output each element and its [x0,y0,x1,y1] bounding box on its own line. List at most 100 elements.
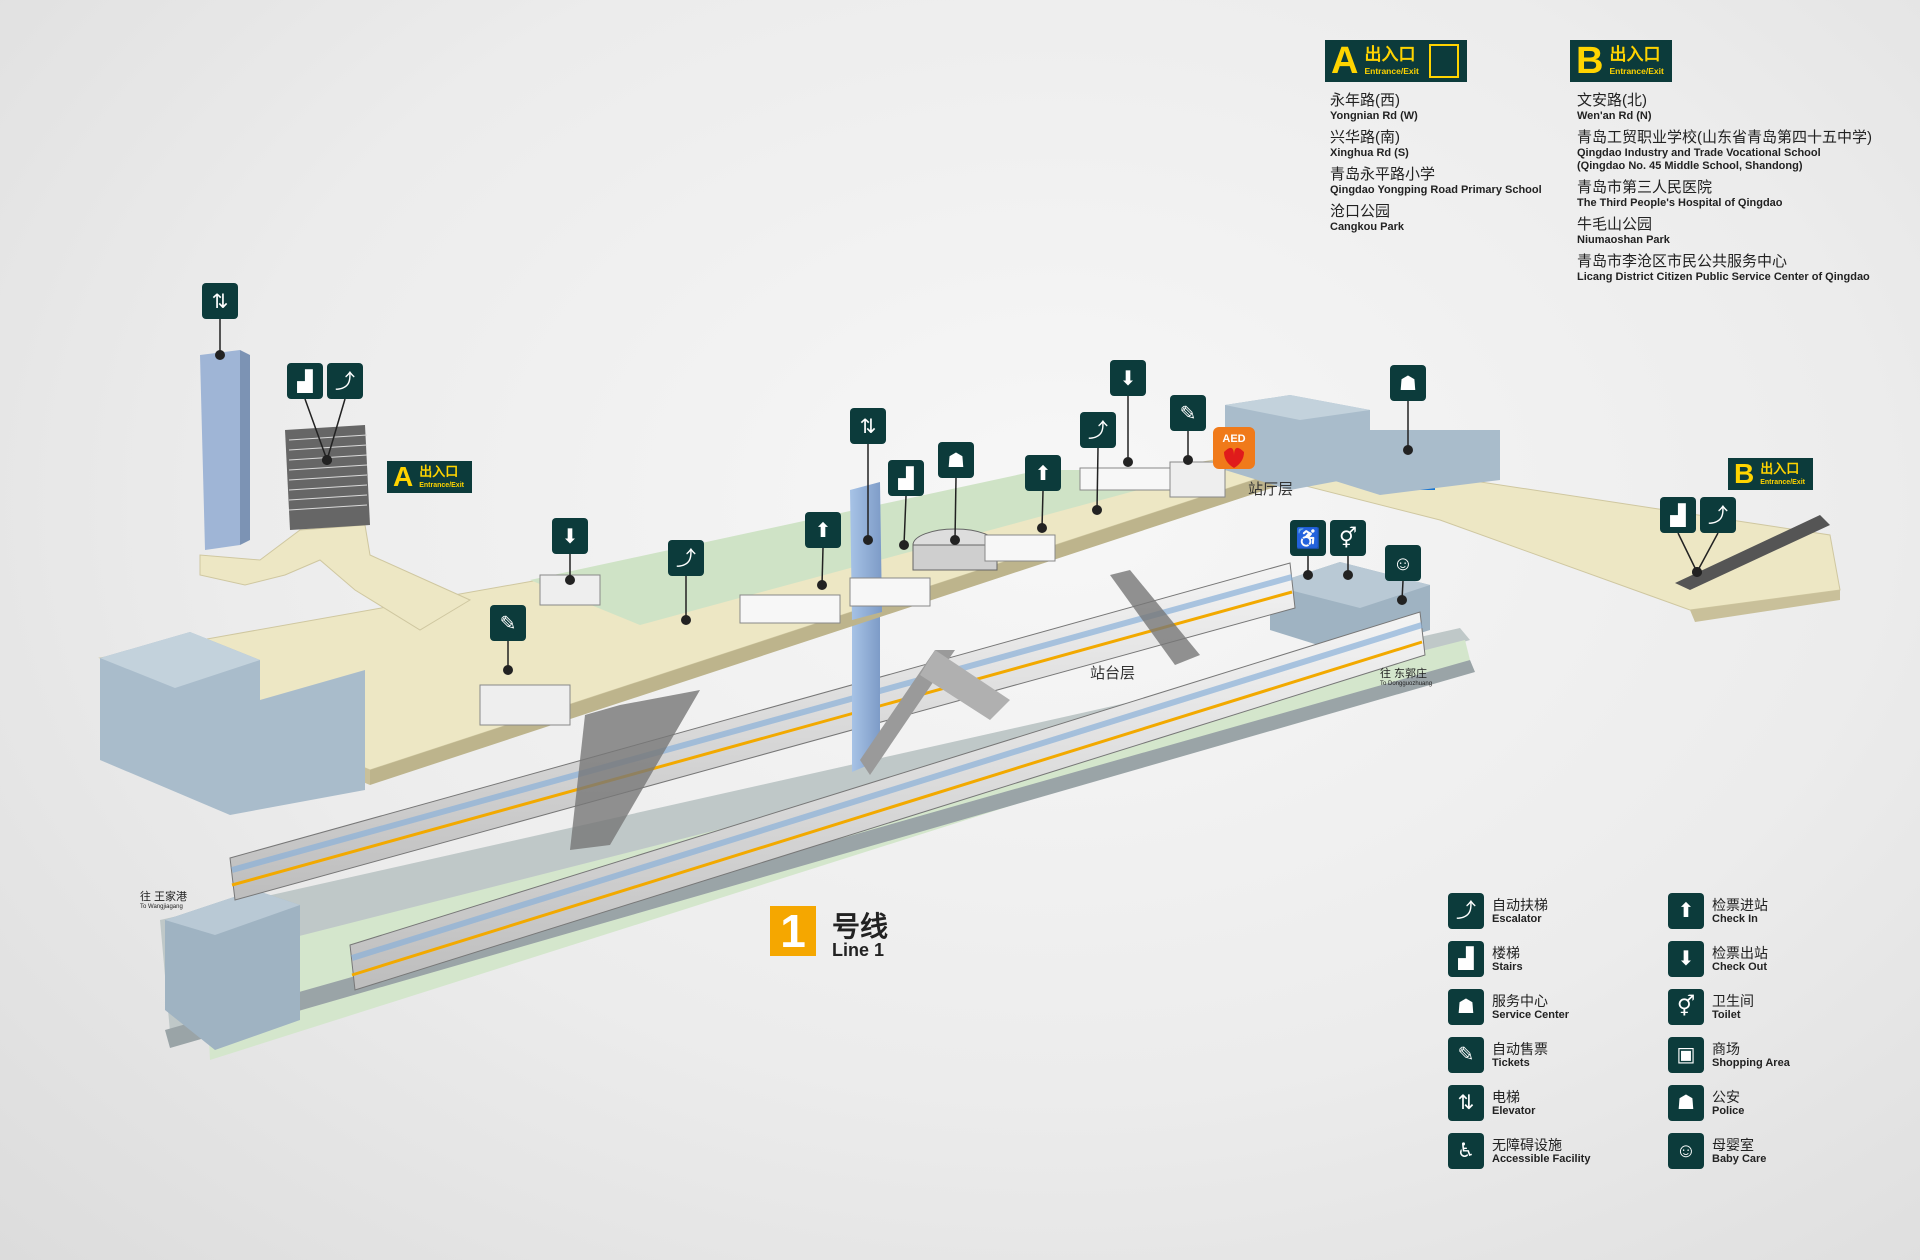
line-title-zh: 号线 [832,911,889,942]
destination-item: 兴华路(南)Xinghua Rd (S) [1330,129,1409,159]
platform-level-label: 站台层 [1090,665,1136,682]
stairs-icon: ▟ [1660,497,1702,577]
svg-text:☗: ☗ [947,450,965,472]
entrance-a-elevator-tower [200,350,240,550]
svg-text:⬆: ⬆ [1035,463,1052,485]
police-icon: ☗ [1668,1085,1704,1121]
map-entrance-a-title-zh: 出入口 [419,464,459,479]
svg-text:⇅: ⇅ [212,291,229,313]
stairs-icon: ▟ [888,460,924,550]
toilet-icon: ⚥ [1330,520,1366,580]
entrance-a-letter: A [1331,40,1359,82]
svg-text:✎: ✎ [1180,403,1197,425]
escalator-icon: ⤴ [668,540,704,625]
map-entrance-b-label[interactable]: B 出入口 Entrance/Exit [1728,458,1813,490]
baby-care-icon: ☺ [1668,1133,1704,1169]
legend-label-en: Stairs [1492,960,1523,973]
check-in-icon: ⬆ [1025,455,1061,533]
entrance-a-title-zh: 出入口 [1364,45,1416,65]
legend-label-en: Elevator [1492,1104,1536,1117]
legend-label-en: Police [1712,1104,1745,1117]
legend-label-en: Baby Care [1712,1152,1767,1165]
svg-text:⬇: ⬇ [562,526,579,548]
map-entrance-b-letter: B [1734,458,1755,489]
direction-east: 往 东郭庄 To Dongguozhuang [1380,665,1432,687]
legend-label-en: Service Center [1492,1008,1570,1021]
svg-text:⬆: ⬆ [815,520,832,542]
aed-label: AED [1222,433,1245,445]
toilet-icon: ⚥ [1668,989,1704,1025]
entrance-a-destinations: 永年路(西)Yongnian Rd (W) 兴华路(南)Xinghua Rd (… [1330,92,1542,240]
check-out-icon: ⬇ [1110,360,1146,467]
escalator-icon: ⤴ [1448,893,1484,929]
direction-west-en: To Wangjiagang [140,904,183,910]
line-title-en: Line 1 [832,940,885,960]
concourse-level-label: 站厅层 [1248,481,1294,498]
destination-item: 永年路(西)Yongnian Rd (W) [1330,92,1418,122]
legend-label-en: Accessible Facility [1492,1152,1591,1165]
destination-item: 文安路(北)Wen'an Rd (N) [1577,92,1652,122]
ticket-machines-south [479,684,571,726]
escalator-platform-west [570,690,700,850]
legend-label-zh: 公安 [1712,1088,1740,1105]
check-out-icon: ⬇ [552,518,588,585]
accessible-icon: ♿ [1290,520,1326,580]
map-entrance-a-title-en: Entrance/Exit [419,482,464,489]
gates-west [739,594,841,624]
svg-text:⬇: ⬇ [1120,368,1137,390]
ticket-icon: ✎ [1448,1037,1484,1073]
legend-label-zh: 无障碍设施 [1492,1136,1562,1153]
map-entrance-a-label[interactable]: A 出入口 Entrance/Exit [387,461,472,493]
map-entrance-b-title-zh: 出入口 [1760,461,1800,476]
svg-text:▟: ▟ [897,466,914,490]
map-entrance-a-letter: A [393,461,414,492]
map-entrance-b-title-en: Entrance/Exit [1760,479,1805,486]
service-center-icon: ☗ [1448,989,1484,1025]
escalator-icon: ⤴ [322,363,363,465]
svg-text:☺: ☺ [1393,553,1413,575]
legend-label-en: Check In [1712,912,1758,925]
legend-label-zh: 自动售票 [1492,1040,1548,1057]
aed-sign [1213,427,1255,469]
legend-label-zh: 电梯 [1492,1088,1520,1105]
legend-label-en: Escalator [1492,912,1542,925]
destination-item: 青岛工贸职业学校(山东省青岛第四十五中学)Qingdao Industry an… [1577,129,1872,172]
entrance-b-title-zh: 出入口 [1609,45,1661,65]
elevator-icon: ⇅ [850,408,886,545]
escalator-icon: ⤴ [1692,497,1736,577]
police-icon: ☗ [1390,365,1426,455]
service-center-icon: ☗ [938,442,974,545]
legend-label-zh: 检票出站 [1712,944,1768,961]
ticket-icon: ✎ [1170,395,1206,465]
svg-text:⤴: ⤴ [335,370,355,393]
svg-text:⤴: ⤴ [676,547,696,570]
svg-text:✎: ✎ [500,613,517,635]
direction-west: 往 王家港 To Wangjiagang [140,888,187,910]
legend-label-en: Tickets [1492,1056,1530,1069]
svg-text:☗: ☗ [1399,373,1417,395]
direction-west-zh: 往 王家港 [140,891,188,903]
svg-text:⚥: ⚥ [1339,526,1357,550]
entrance-b-title-en: Entrance/Exit [1609,66,1664,77]
elevator-icon [1428,44,1459,78]
escalator-icon: ⤴ [1080,412,1116,515]
direction-east-en: To Dongguozhuang [1380,681,1433,687]
check-out-icon: ⬇ [1668,941,1704,977]
svg-text:▟: ▟ [1669,503,1686,527]
